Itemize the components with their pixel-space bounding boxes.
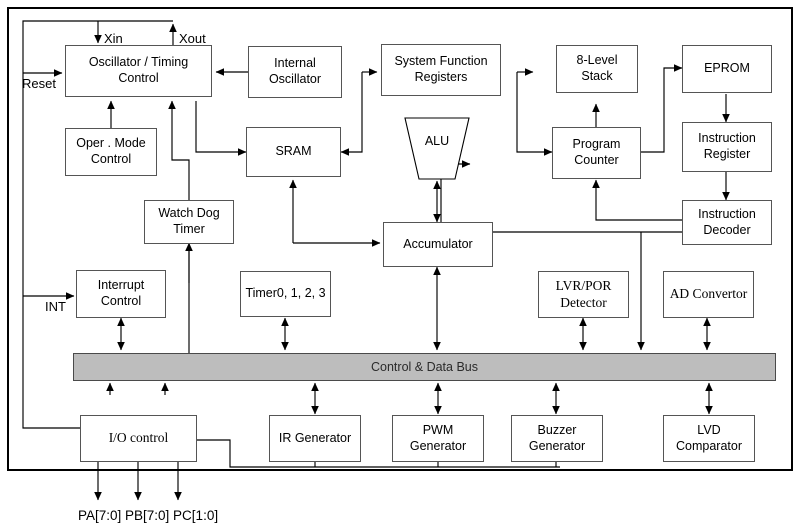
block-ir-generator[interactable]: IR Generator <box>269 415 361 462</box>
label-accumulator: Accumulator <box>403 236 473 251</box>
label-ad-convertor: AD Convertor <box>669 286 748 302</box>
label-interrupt-control: Interrupt Control <box>97 278 145 308</box>
block-io-control[interactable]: I/O control <box>80 415 197 462</box>
label-pwm-generator: PWM Generator <box>409 422 467 453</box>
label-system-function-registers: System Function Registers <box>394 54 488 84</box>
label-lvr-por-detector: LVR/POR Detector <box>555 277 612 310</box>
block-system-function-registers[interactable]: System Function Registers <box>381 44 501 96</box>
label-oscillator-timing-control: Oscillator / Timing Control <box>88 55 189 85</box>
block-watch-dog-timer[interactable]: Watch Dog Timer <box>144 200 234 244</box>
block-oper-mode-control[interactable]: Oper . Mode Control <box>65 128 157 176</box>
block-ad-convertor[interactable]: AD Convertor <box>663 271 754 318</box>
block-oscillator-timing-control[interactable]: Oscillator / Timing Control <box>65 45 212 97</box>
control-and-data-bus[interactable]: Control & Data Bus <box>73 353 776 381</box>
block-accumulator[interactable]: Accumulator <box>383 222 493 267</box>
label-internal-oscillator: Internal Oscillator <box>268 56 322 86</box>
label-instruction-decoder: Instruction Decoder <box>698 206 756 237</box>
block-program-counter[interactable]: Program Counter <box>552 127 641 179</box>
signal-label-ports: PA[7:0] PB[7:0] PC[1:0] <box>78 508 219 523</box>
block-interrupt-control[interactable]: Interrupt Control <box>76 270 166 318</box>
label-control-and-data-bus: Control & Data Bus <box>371 360 478 374</box>
signal-label-xin: Xin <box>104 31 123 46</box>
block-timer-0123[interactable]: Timer0, 1, 2, 3 <box>240 271 331 317</box>
label-ir-generator: IR Generator <box>278 430 352 445</box>
label-timer-0123: Timer0, 1, 2, 3 <box>245 286 326 301</box>
block-eprom[interactable]: EPROM <box>682 45 772 93</box>
block-buzzer-generator[interactable]: Buzzer Generator <box>511 415 603 462</box>
chip-boundary-frame <box>7 7 793 471</box>
label-lvd-comparator: LVD Comparator <box>676 422 742 453</box>
label-oper-mode-control: Oper . Mode Control <box>76 136 146 166</box>
label-sram: SRAM <box>275 144 312 159</box>
signal-label-reset: Reset <box>22 76 56 91</box>
label-buzzer-generator: Buzzer Generator <box>528 422 586 453</box>
label-8-level-stack: 8-Level Stack <box>576 53 618 83</box>
block-instruction-decoder[interactable]: Instruction Decoder <box>682 200 772 245</box>
label-io-control: I/O control <box>108 430 169 446</box>
label-program-counter: Program Counter <box>572 137 621 167</box>
block-pwm-generator[interactable]: PWM Generator <box>392 415 484 462</box>
block-sram[interactable]: SRAM <box>246 127 341 177</box>
label-watch-dog-timer: Watch Dog Timer <box>158 206 220 236</box>
label-alu: ALU <box>424 134 450 148</box>
label-instruction-register: Instruction Register <box>698 131 756 161</box>
signal-label-int: INT <box>45 299 66 314</box>
block-lvr-por-detector[interactable]: LVR/POR Detector <box>538 271 629 318</box>
block-instruction-register[interactable]: Instruction Register <box>682 122 772 172</box>
label-eprom: EPROM <box>704 61 750 76</box>
block-internal-oscillator[interactable]: Internal Oscillator <box>248 46 342 98</box>
block-8-level-stack[interactable]: 8-Level Stack <box>556 45 638 93</box>
signal-label-xout: Xout <box>179 31 206 46</box>
block-alu[interactable]: ALU <box>397 117 477 181</box>
block-lvd-comparator[interactable]: LVD Comparator <box>663 415 755 462</box>
